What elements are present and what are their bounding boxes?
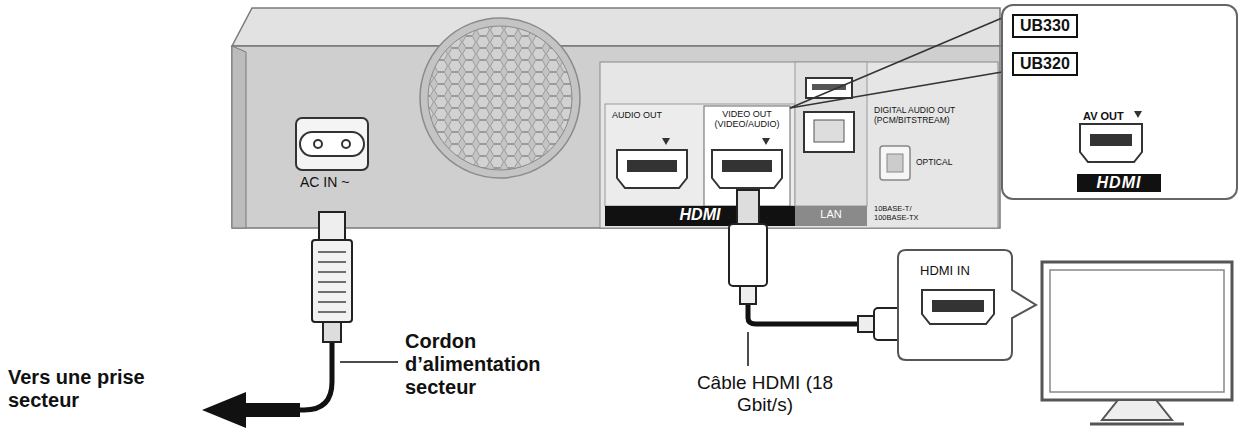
hdmi-in-callout-part bbox=[932, 300, 984, 312]
callout-panel-part bbox=[1090, 134, 1132, 146]
hdmi-cable-part bbox=[740, 286, 756, 304]
power-cord-part bbox=[323, 322, 341, 342]
port-label: AUDIO OUT bbox=[612, 110, 662, 120]
fan-grille bbox=[420, 18, 580, 178]
callout-panel-part bbox=[1001, 4, 1238, 200]
port-label: DIGITAL AUDIO OUT (PCM/BITSTREAM) bbox=[874, 106, 992, 126]
hdmi-panel-part bbox=[762, 138, 770, 145]
player-housing-part bbox=[232, 46, 246, 228]
tv-set-part bbox=[1090, 423, 1184, 426]
callout-lines-part bbox=[790, 72, 1002, 108]
player-housing-part bbox=[232, 8, 1000, 46]
optical-port-part bbox=[887, 154, 903, 172]
tv-set-part bbox=[1042, 262, 1232, 400]
lan-usb-ports-part bbox=[814, 120, 844, 142]
optical-port-part bbox=[880, 146, 910, 180]
ac-inlet-part bbox=[342, 140, 350, 148]
callout-text: Câble HDMI (18 Gbit/s) bbox=[680, 372, 850, 416]
model-box: UB330 bbox=[1012, 14, 1078, 38]
connector-label: AC IN ~ bbox=[300, 174, 349, 190]
power-cord-part bbox=[318, 252, 346, 312]
lan-usb-ports-part bbox=[795, 62, 867, 206]
fan-grille-part bbox=[428, 26, 572, 170]
tv-set-part bbox=[1050, 270, 1224, 392]
port-label: OPTICAL bbox=[916, 158, 952, 168]
tv-set-part bbox=[1102, 400, 1172, 420]
hdmi-panel-part bbox=[605, 104, 795, 206]
hdmi-cable-part bbox=[747, 332, 749, 366]
hdmi-panel-part bbox=[722, 160, 772, 172]
lan-usb-ports bbox=[795, 62, 867, 226]
power-cord-part bbox=[318, 311, 346, 313]
fan-grille-part bbox=[420, 18, 580, 178]
power-cord-part bbox=[318, 251, 346, 253]
power-cord-part bbox=[318, 261, 346, 263]
hdmi-panel-part bbox=[662, 138, 670, 145]
tv-set bbox=[1042, 262, 1232, 424]
hdmi-panel bbox=[605, 104, 795, 226]
callout-panel-part bbox=[1080, 124, 1142, 162]
player-housing bbox=[232, 8, 1000, 228]
ac-inlet-part bbox=[314, 140, 322, 148]
hdmi-cable-part bbox=[737, 190, 759, 224]
hdmi-logo: HDMI bbox=[1077, 174, 1161, 192]
player-housing-part bbox=[600, 62, 998, 228]
power-cord-part bbox=[312, 240, 352, 322]
hdmi-cable-part bbox=[748, 302, 862, 324]
callout-lines bbox=[790, 18, 1002, 108]
hdmi-panel-part bbox=[627, 160, 677, 172]
lan-usb-ports-part bbox=[804, 112, 854, 152]
hdmi-panel-part bbox=[617, 150, 687, 188]
power-cord-part bbox=[262, 340, 332, 410]
port-label: VIDEO OUT (VIDEO/AUDIO) bbox=[706, 109, 788, 130]
callout-panel-part bbox=[1134, 111, 1142, 118]
hdmi-panel-part bbox=[712, 150, 782, 188]
power-cord-part bbox=[318, 291, 346, 293]
port-label: AV OUT bbox=[1083, 110, 1124, 123]
lan-usb-ports-part bbox=[795, 206, 867, 226]
optical-port bbox=[880, 146, 910, 180]
model-box: UB320 bbox=[1012, 52, 1078, 76]
fan-grille-part bbox=[420, 18, 580, 178]
hdmi-in-callout-part bbox=[898, 250, 1036, 360]
ac-inlet bbox=[296, 118, 368, 170]
callout-panel bbox=[1001, 4, 1238, 200]
ac-inlet-part bbox=[296, 118, 368, 170]
power-cord-part bbox=[318, 271, 346, 273]
ac-inlet-part bbox=[300, 132, 364, 156]
power-cord bbox=[202, 212, 398, 428]
power-cord-part bbox=[202, 392, 300, 428]
hdmi-in-callout-part bbox=[922, 290, 994, 324]
callout-text: Cordon d’alimentation secteur bbox=[405, 330, 605, 399]
hdmi-logo: HDMI bbox=[605, 206, 795, 224]
lan-usb-ports-part bbox=[806, 78, 852, 98]
hdmi-cable-part bbox=[729, 224, 767, 286]
port-label: HDMI IN bbox=[920, 264, 970, 279]
power-cord-part bbox=[318, 281, 346, 283]
model-name: UB320 bbox=[1020, 55, 1070, 73]
port-label: 10BASE-T/ 100BASE-TX bbox=[874, 205, 938, 222]
model-name: UB330 bbox=[1020, 17, 1070, 35]
power-cord-part bbox=[340, 361, 398, 363]
hdmi-in-callout bbox=[898, 250, 1036, 360]
hdmi-in-box: HDMI IN bbox=[898, 250, 1012, 360]
player-housing-part bbox=[232, 46, 1000, 228]
callout-text: Vers une prise secteur bbox=[8, 366, 198, 412]
port-label: LAN bbox=[795, 208, 867, 221]
callout-lines-part bbox=[790, 18, 1002, 108]
power-cord-part bbox=[318, 301, 346, 303]
power-cord-part bbox=[319, 212, 345, 242]
hdmi-panel-part bbox=[605, 206, 795, 226]
